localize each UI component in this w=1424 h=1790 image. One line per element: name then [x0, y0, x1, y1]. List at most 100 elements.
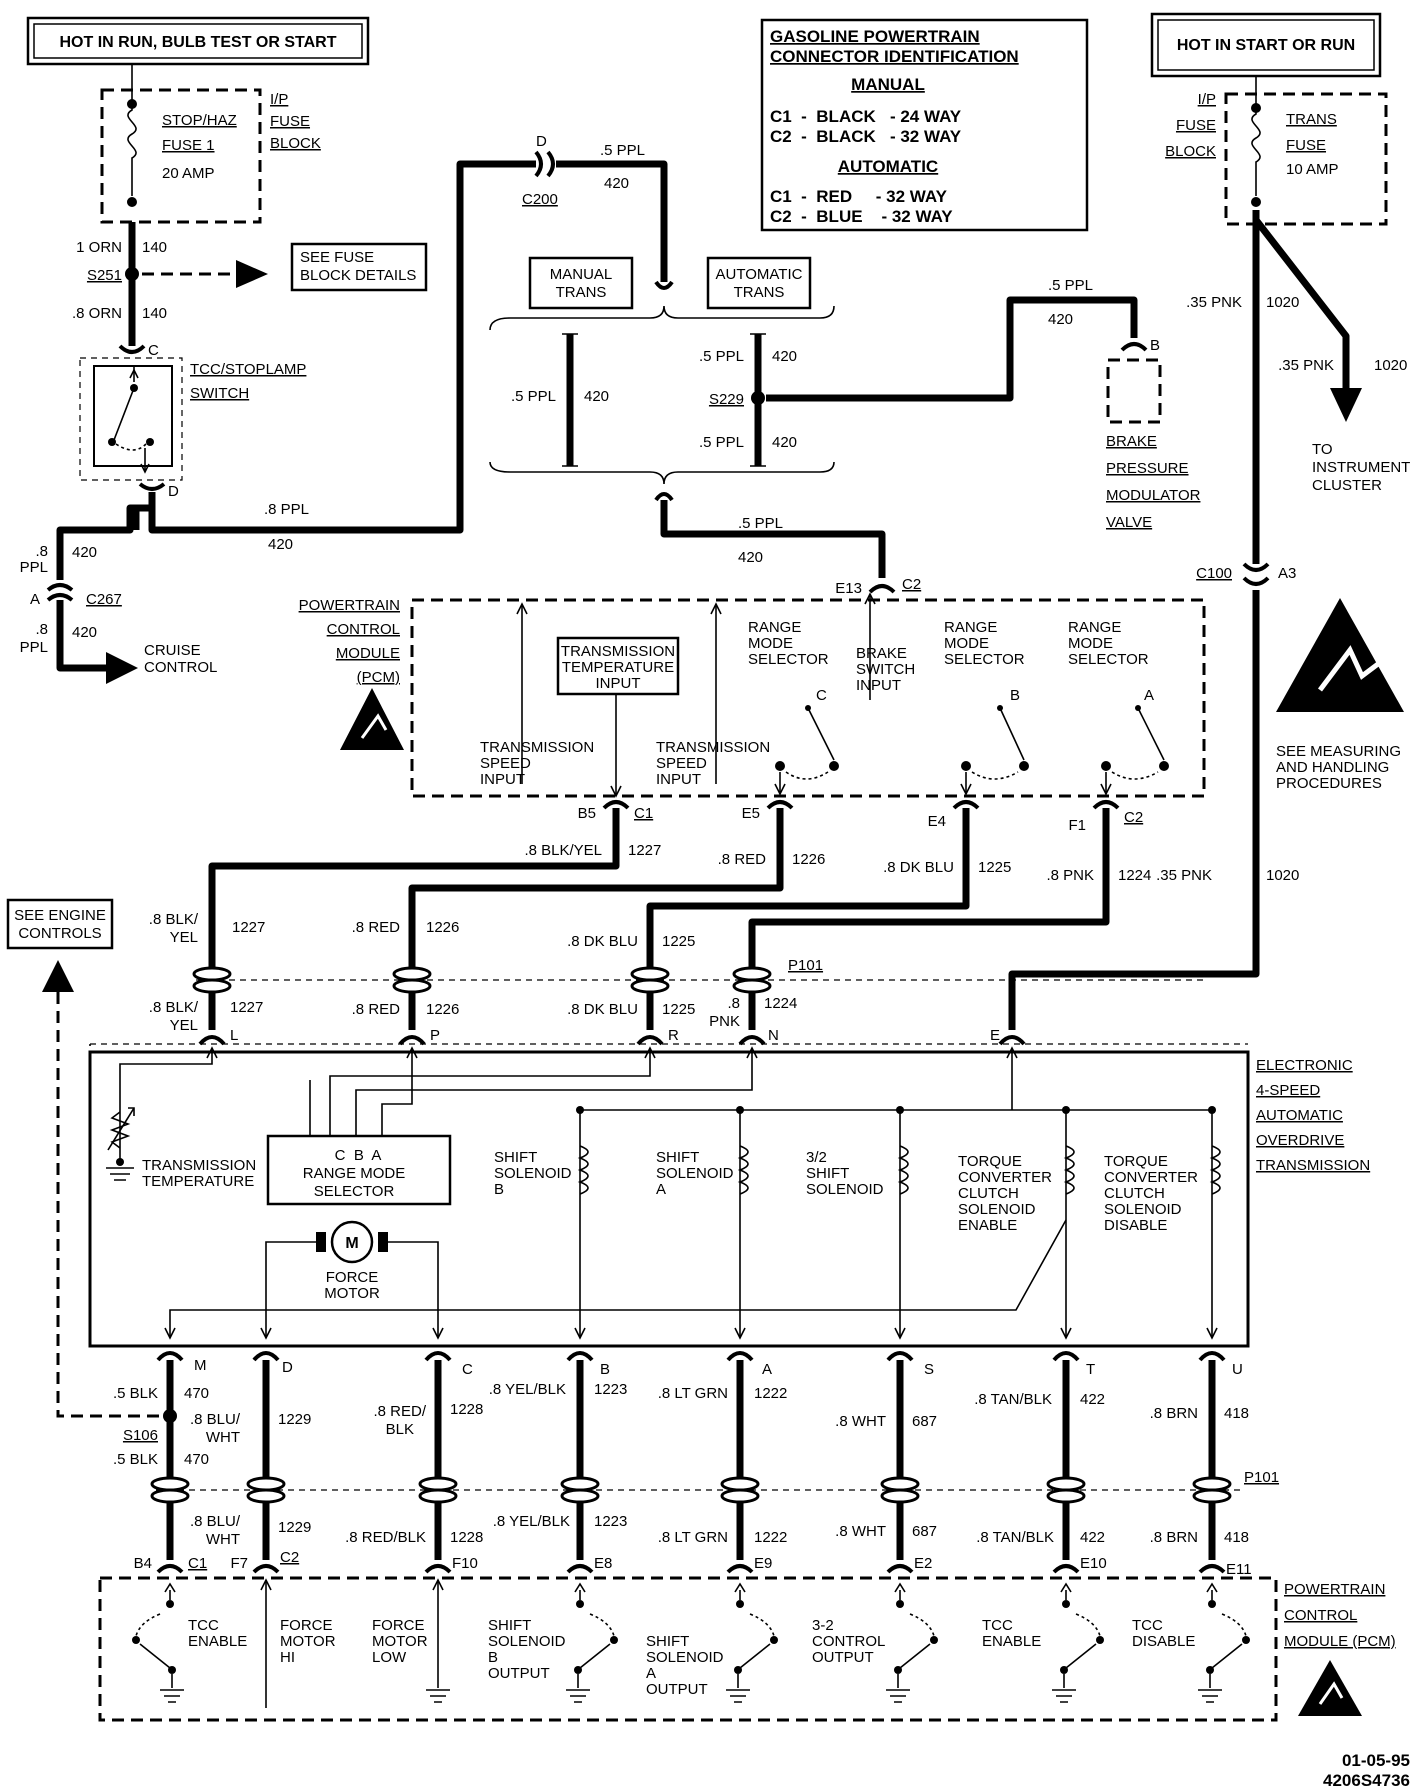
- cruise-label-2: CONTROL: [144, 659, 217, 676]
- circuit-number: 420: [772, 434, 797, 451]
- tccd-2: DISABLE: [1132, 1633, 1195, 1650]
- wire-gauge: .5 BLK: [113, 1385, 158, 1402]
- rms3-c: SELECTOR: [1068, 651, 1149, 668]
- circuit-number: 1228: [450, 1529, 483, 1546]
- manual-c1: C1 - BLACK - 24 WAY: [770, 107, 962, 126]
- brake-pressure-circuit: .5 PPL 420 B BRAKE PRESSURE MODULATOR VA…: [766, 277, 1201, 531]
- rm-label-1: RANGE MODE: [303, 1165, 406, 1182]
- ssao-1: SHIFT: [646, 1633, 689, 1650]
- esd-warning-icon: [1276, 598, 1404, 712]
- rms2-d: B: [1010, 687, 1020, 704]
- inline-connector: [392, 966, 432, 994]
- pin-p: P: [430, 1027, 440, 1044]
- auto-trans-1: AUTOMATIC: [716, 266, 803, 283]
- auto-trans-2: TRANS: [734, 284, 785, 301]
- rms1-c: SELECTOR: [748, 651, 829, 668]
- rms3-b: MODE: [1068, 635, 1113, 652]
- wire-gauge: .8 BLU/: [190, 1513, 241, 1530]
- automatic-heading: AUTOMATIC: [838, 157, 938, 176]
- wire-gauge: .8 WHT: [835, 1523, 886, 1540]
- ssbo-1: SHIFT: [488, 1617, 531, 1634]
- tce-5: ENABLE: [958, 1217, 1017, 1234]
- bottom-wires: M D C B A S T U .5 BLK 470 S106 .5 BLK 4…: [113, 1351, 1279, 1578]
- manual-trans-1: MANUAL: [550, 266, 613, 283]
- circuit-number: 418: [1224, 1405, 1249, 1422]
- pin-f7: F7: [230, 1555, 248, 1572]
- see-engine-2: CONTROLS: [18, 925, 101, 942]
- wire-gauge: .8 LT GRN: [658, 1529, 728, 1546]
- tsi2-a: TRANSMISSION: [656, 739, 770, 756]
- connector-p101: P101: [1244, 1469, 1279, 1486]
- inline-connector: [720, 1476, 760, 1504]
- wire-color: YEL: [170, 1017, 198, 1034]
- transmission-box: ELECTRONIC 4-SPEED AUTOMATIC OVERDRIVE T…: [88, 1043, 1370, 1348]
- rms2-b: MODE: [944, 635, 989, 652]
- pcm-bottom-2: CONTROL: [1284, 1607, 1357, 1624]
- inline-connector: [630, 966, 670, 994]
- wire-color: PNK: [709, 1013, 740, 1030]
- force-motor-hi: FORCE MOTOR HI: [260, 1578, 336, 1708]
- brake-label-2: PRESSURE: [1106, 460, 1189, 477]
- ip-label: I/P: [270, 91, 288, 108]
- fuse-label: FUSE: [270, 113, 310, 130]
- rms3-d: A: [1144, 687, 1154, 704]
- wire-gauge: .8 PNK: [1046, 867, 1094, 884]
- ssb-3: B: [494, 1181, 504, 1198]
- trans-label-4: OVERDRIVE: [1256, 1132, 1344, 1149]
- wire-gauge: .8 ORN: [72, 305, 122, 322]
- hot-in-run-box: HOT IN RUN, BULB TEST OR START: [26, 16, 370, 66]
- tcc2-b: ENABLE: [982, 1633, 1041, 1650]
- pin-b: B: [600, 1361, 610, 1378]
- circuit-number: 140: [142, 239, 167, 256]
- tcd-1: TORQUE: [1104, 1153, 1168, 1170]
- pcm-bottom-3: MODULE (PCM): [1284, 1633, 1396, 1650]
- pin-m: M: [194, 1357, 207, 1374]
- circuit-number: 1228: [450, 1401, 483, 1418]
- trans-temp-2: TEMPERATURE: [142, 1173, 254, 1190]
- circuit-number: 1223: [594, 1513, 627, 1530]
- pcm-label-1: POWERTRAIN: [299, 597, 400, 614]
- fmh-2: MOTOR: [280, 1633, 336, 1650]
- splice-s229: [751, 391, 765, 405]
- wire-gauge: .8 YEL/BLK: [493, 1513, 570, 1530]
- pin-f1: F1: [1068, 817, 1086, 834]
- fuse-amp: 20 AMP: [162, 165, 215, 182]
- cco-1: 3-2: [812, 1617, 834, 1634]
- pin-u: U: [1232, 1361, 1243, 1378]
- pin-e9: E9: [754, 1555, 772, 1572]
- wire-color: PPL: [20, 639, 48, 656]
- inline-connector: [150, 1476, 190, 1504]
- connector-p101: P101: [788, 957, 823, 974]
- pin-r: R: [668, 1027, 679, 1044]
- brake-label-4: VALVE: [1106, 514, 1152, 531]
- connector-c100: C100: [1196, 565, 1232, 582]
- circuit-number: 1222: [754, 1385, 787, 1402]
- circuit-number: 1225: [662, 1001, 695, 1018]
- pin-s: S: [924, 1361, 934, 1378]
- esd-warning-icon: [340, 688, 404, 750]
- fuse-terminal-dot: [127, 197, 137, 207]
- brake-label-3: MODULATOR: [1106, 487, 1201, 504]
- inline-connector: [732, 966, 772, 994]
- terminal-e13: E13: [835, 580, 862, 597]
- pin-e4: E4: [928, 813, 946, 830]
- trans-label-3: AUTOMATIC: [1256, 1107, 1343, 1124]
- bsi-3: INPUT: [856, 677, 901, 694]
- circuit-number: 420: [584, 388, 609, 405]
- connector-c267: C267: [86, 591, 122, 608]
- tce-2: CONVERTER: [958, 1169, 1052, 1186]
- tcce-1: TCC: [188, 1617, 219, 1634]
- esd-label-1: SEE MEASURING: [1276, 743, 1401, 760]
- hot-in-run-label: HOT IN RUN, BULB TEST OR START: [59, 34, 336, 51]
- wire-gauge: .5 PPL: [738, 515, 783, 532]
- pin-e8: E8: [594, 1555, 612, 1572]
- circuit-number: 418: [1224, 1529, 1249, 1546]
- connector-c1: C1: [188, 1555, 207, 1572]
- wire-color: YEL: [170, 929, 198, 946]
- splice-label: S251: [87, 267, 122, 284]
- ssa-1: SHIFT: [656, 1149, 699, 1166]
- wire-gauge: .5 BLK: [113, 1451, 158, 1468]
- rm-label-2: SELECTOR: [314, 1183, 395, 1200]
- connector-c1: C1: [634, 805, 653, 822]
- circuit-number: 1226: [426, 1001, 459, 1018]
